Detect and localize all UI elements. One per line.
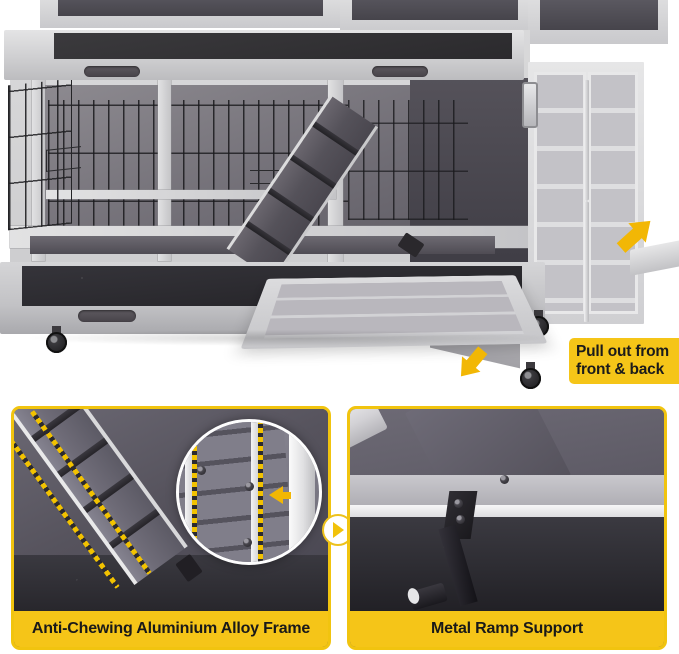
bottom-tray-handle[interactable]	[78, 310, 136, 322]
metal-ramp-support-panel: Metal Ramp Support	[347, 406, 667, 650]
cabinet-hinge-lower	[584, 202, 589, 322]
pull-out-callout-line2: front & back	[576, 360, 665, 378]
wire-mesh-right	[348, 100, 468, 220]
main-product-photo: Pull out from front & back	[0, 0, 679, 389]
inset-left-arrow-icon	[269, 486, 283, 504]
cabinet-latch[interactable]	[522, 82, 538, 128]
inset-screw-mid	[245, 482, 254, 491]
cage-rail-mid	[46, 190, 336, 199]
upper-cabinet-panel-right	[540, 0, 658, 30]
ramp-step	[245, 221, 292, 256]
caster-stem-right	[526, 362, 535, 370]
inset-alloy-strip-right	[258, 422, 263, 562]
ramp-step	[312, 121, 359, 156]
inset-alloy-rail-right	[251, 422, 260, 562]
anti-chewing-frame-panel: Anti-Chewing Aluminium Alloy Frame	[11, 406, 331, 650]
right-cabinet	[528, 62, 644, 324]
inset-alloy-channel	[289, 422, 315, 562]
anti-chewing-frame-photo	[14, 409, 328, 617]
metal-ramp-support-caption: Metal Ramp Support	[350, 611, 664, 647]
inset-alloy-rail-left	[185, 422, 194, 562]
inset-screw-lower	[243, 538, 252, 547]
anti-chewing-frame-caption: Anti-Chewing Aluminium Alloy Frame	[14, 611, 328, 647]
upper-cabinet-panel	[58, 0, 323, 16]
panel-floor-liner	[14, 555, 328, 617]
caster-stem-mid	[534, 310, 543, 318]
top-tray-liner	[54, 33, 512, 59]
hutch-shadow	[30, 330, 550, 346]
pull-out-callout-badge: Pull out from front & back	[569, 338, 679, 384]
caster-wheel-right	[520, 368, 541, 389]
inset-alloy-strip-left	[192, 422, 197, 562]
panel-floor-liner	[350, 517, 664, 617]
caster-stem-left	[52, 326, 61, 334]
top-pull-out-tray[interactable]	[4, 30, 524, 80]
upper-cabinet-panel-mid	[352, 0, 518, 20]
top-tray-handle-right[interactable]	[372, 66, 428, 77]
inset-screw-upper	[197, 466, 206, 475]
inset-left-arrow-stem	[279, 492, 291, 499]
magnifier-inset	[176, 419, 322, 565]
cage-post-center	[158, 76, 171, 261]
pull-out-callout-line1: Pull out from	[576, 343, 669, 360]
top-tray-handle-left[interactable]	[84, 66, 140, 77]
metal-ramp-support-photo	[350, 409, 664, 617]
wire-door-latch[interactable]	[46, 146, 81, 172]
ramp-step	[289, 154, 337, 189]
cabinet-door-right[interactable]	[588, 72, 638, 314]
ramp-rail-screw	[500, 475, 509, 484]
cabinet-hinge-upper	[584, 80, 589, 200]
bracket-screw-upper	[454, 499, 463, 508]
caster-wheel-left	[46, 332, 67, 353]
ramp-step	[267, 187, 315, 222]
bracket-screw-lower	[456, 515, 465, 524]
